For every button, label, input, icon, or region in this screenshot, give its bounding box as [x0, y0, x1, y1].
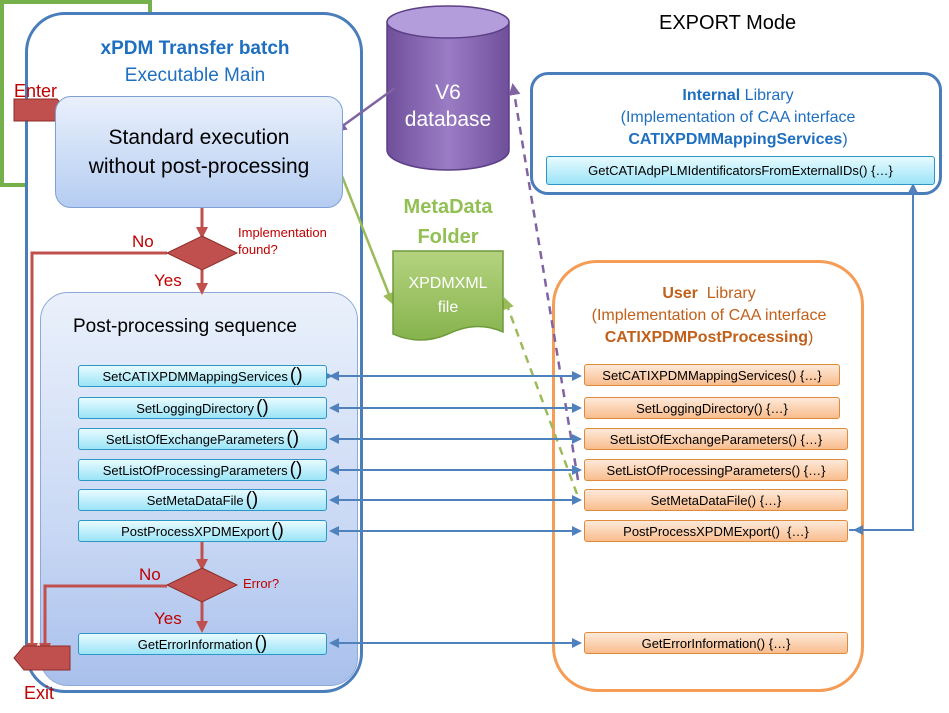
standard-execution-line2: without post-processing	[88, 155, 310, 178]
xml-file-icon	[392, 250, 504, 341]
internal-library-impl-text: (Implementation of CAA interface	[620, 109, 856, 126]
decision1-no-label: No	[132, 232, 154, 251]
decision1-yes-label: Yes	[154, 271, 182, 290]
internal-library-title-bold: Internal	[682, 87, 741, 104]
method-button-set-processing-parameters[interactable]: SetListOfProcessingParameters()	[78, 459, 327, 481]
user-library-interface: CATIXPDMPostProcessing	[604, 329, 808, 346]
decision1-question-line1: Implementation	[238, 225, 327, 240]
internal-library-interface: CATIXPDMMappingServices	[628, 131, 843, 148]
user-method-set-exchange-parameters[interactable]: SetListOfExchangeParameters() {…}	[584, 428, 848, 450]
user-method-label: SetListOfExchangeParameters() {…}	[609, 431, 823, 447]
user-method-get-error-information[interactable]: GetErrorInformation() {…}	[584, 632, 848, 654]
method-paren: ()	[245, 489, 259, 510]
user-library-header: User Library (Implementation of CAA inte…	[556, 283, 862, 349]
method-paren: ()	[254, 633, 268, 654]
internal-method-button[interactable]: GetCATIAdpPLMIdentificatorsFromExternalI…	[546, 156, 935, 185]
method-paren: ()	[271, 520, 284, 541]
method-label: SetCATIXPDMMappingServices	[102, 368, 288, 384]
user-library-interface-close: )	[807, 329, 814, 346]
main-title: xPDM Transfer batch	[100, 38, 290, 59]
standard-execution-line1: Standard execution	[108, 126, 290, 149]
xml-file-line1: XPDMXML	[408, 275, 488, 292]
mode-title: EXPORT Mode	[659, 12, 797, 34]
user-method-label: SetListOfProcessingParameters() {…}	[606, 462, 826, 478]
method-button-postprocess-export[interactable]: PostProcessXPDMExport()	[78, 520, 327, 542]
user-method-set-processing-parameters[interactable]: SetListOfProcessingParameters() {…}	[584, 459, 848, 481]
user-method-label: PostProcessXPDMExport() {…}	[623, 523, 809, 539]
method-paren: ()	[286, 428, 300, 449]
enter-label: Enter	[14, 81, 58, 101]
decision2-yes-label: Yes	[154, 609, 182, 628]
method-paren: ()	[289, 459, 303, 480]
decision1-question-line2: found?	[238, 242, 278, 257]
internal-method-label: GetCATIAdpPLMIdentificatorsFromExternalI…	[588, 163, 893, 178]
metadata-title-line1: MetaData	[403, 196, 493, 218]
user-library-title-bold: User	[662, 285, 698, 302]
database-label-line1: V6	[435, 81, 461, 104]
method-paren: ()	[289, 365, 303, 386]
method-button-set-metadata-file[interactable]: SetMetaDataFile()	[78, 489, 327, 511]
internal-library-interface-close: )	[842, 131, 848, 148]
database-label: V6 database	[393, 79, 503, 133]
method-label: SetMetaDataFile	[146, 492, 244, 508]
internal-library-header: Internal Library (Implementation of CAA …	[533, 85, 943, 151]
user-method-set-mapping-services[interactable]: SetCATIXPDMMappingServices() {…}	[584, 364, 840, 386]
user-method-postprocess-export[interactable]: PostProcessXPDMExport() {…}	[584, 520, 848, 542]
method-label: SetListOfExchangeParameters	[105, 431, 285, 447]
exit-label: Exit	[24, 683, 55, 703]
method-label: PostProcessXPDMExport	[121, 523, 270, 539]
decision2-question: Error?	[243, 576, 280, 591]
metadata-title-line2: Folder	[417, 226, 479, 248]
method-label: SetListOfProcessingParameters	[102, 462, 288, 478]
user-library-impl-text: (Implementation of CAA interface	[591, 307, 827, 324]
user-method-label: SetMetaDataFile() {…}	[650, 492, 782, 508]
user-library-title-rest: Library	[697, 285, 756, 302]
method-link-arrows	[323, 371, 582, 648]
standard-execution-box: Standard execution without post-processi…	[55, 96, 343, 208]
metadata-folder-title: MetaData Folder	[376, 192, 520, 252]
database-label-line2: database	[404, 108, 492, 131]
internal-library-title-rest: Library	[740, 87, 794, 104]
sequence-title: Post-processing sequence	[73, 316, 297, 337]
method-button-set-mapping-services[interactable]: SetCATIXPDMMappingServices()	[78, 365, 327, 387]
method-button-set-logging-directory[interactable]: SetLoggingDirectory()	[78, 397, 327, 419]
main-subtitle: Executable Main	[124, 65, 266, 86]
user-method-set-logging-directory[interactable]: SetLoggingDirectory() {…}	[584, 397, 840, 419]
xml-file-line2: file	[437, 299, 459, 316]
decision1-question: Implementation found?	[238, 224, 327, 258]
xml-file-label: XPDMXML file	[396, 272, 500, 320]
method-paren: ()	[256, 397, 269, 418]
user-method-label: GetErrorInformation() {…}	[641, 635, 791, 651]
decision2-no-label: No	[139, 565, 161, 584]
user-method-label: SetCATIXPDMMappingServices() {…}	[602, 367, 822, 383]
user-method-label: SetLoggingDirectory() {…}	[636, 400, 788, 416]
method-label: SetLoggingDirectory	[136, 400, 255, 416]
method-label: GetErrorInformation	[137, 636, 253, 652]
user-method-set-metadata-file[interactable]: SetMetaDataFile() {…}	[584, 489, 848, 511]
method-button-set-exchange-parameters[interactable]: SetListOfExchangeParameters()	[78, 428, 327, 450]
method-button-get-error-information[interactable]: GetErrorInformation()	[78, 633, 327, 655]
